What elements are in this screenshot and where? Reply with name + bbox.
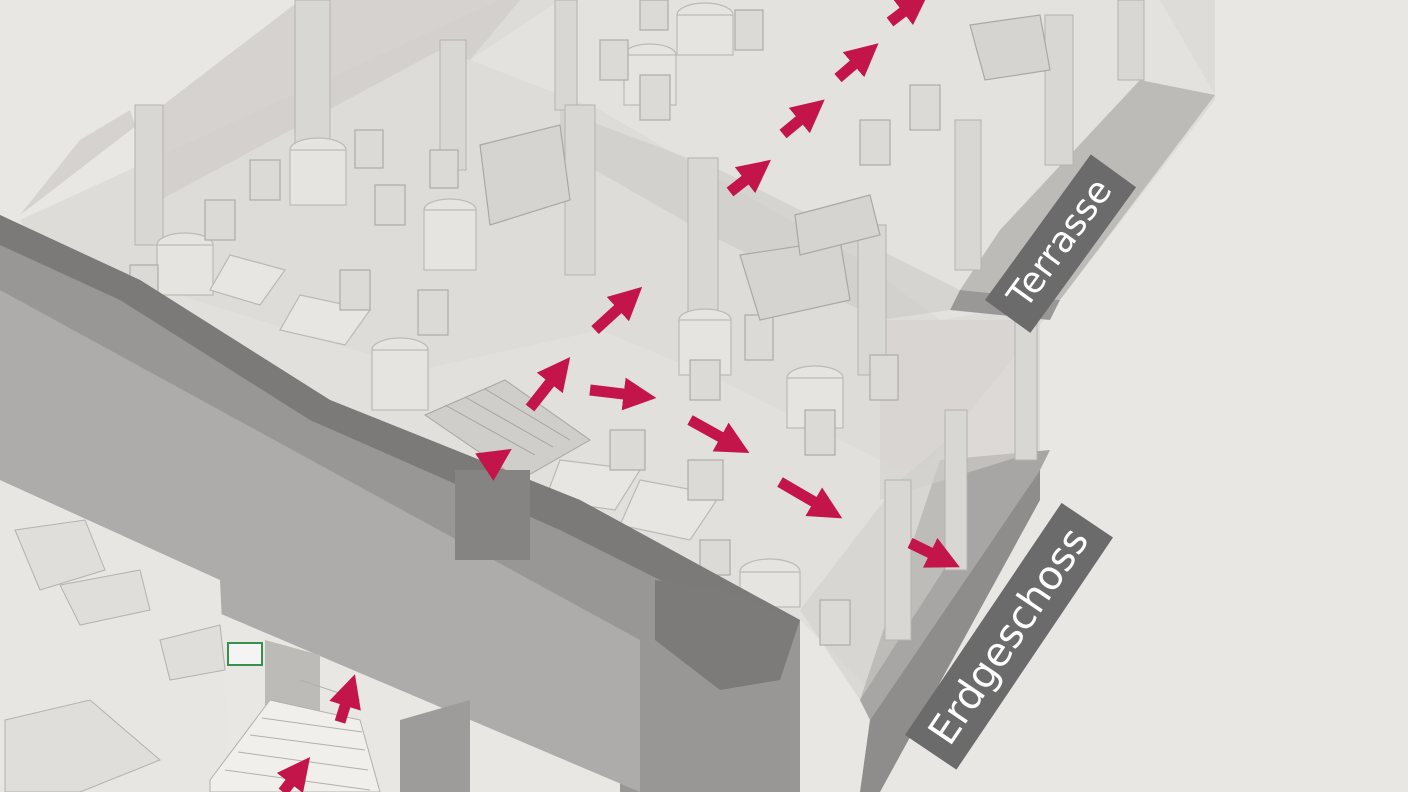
front-wall-face — [0, 290, 640, 792]
pillars — [134, 0, 1145, 641]
flow-arrow-10 — [779, 99, 825, 139]
front-dark-wall-top — [0, 215, 800, 640]
flow-arrow-11 — [834, 43, 879, 83]
ground-floor-side — [860, 470, 1040, 792]
flow-arrow-12 — [886, 0, 930, 27]
emergency-exit-sign-icon — [227, 642, 263, 666]
flow-arrow-6 — [687, 415, 750, 454]
flow-arrow-1 — [276, 756, 311, 792]
flow-arrow-8 — [907, 537, 960, 568]
flow-arrow-5 — [591, 286, 643, 335]
lower-pillar — [400, 700, 470, 792]
flow-arrows — [276, 0, 960, 792]
ground-floor-edge — [860, 450, 1050, 720]
round-tables — [156, 2, 844, 608]
wall-block — [455, 470, 530, 560]
lower-furniture — [4, 519, 226, 792]
flow-arrow-3 — [525, 357, 571, 412]
flow-arrow-2 — [329, 674, 361, 724]
front-wall-corner — [655, 580, 800, 690]
chairs — [129, 0, 941, 646]
flow-arrow-9 — [726, 159, 771, 197]
flow-arrow-4 — [589, 377, 657, 411]
flow-arrow-7 — [777, 477, 843, 519]
back-glass-wall — [20, 0, 520, 215]
staircase-lower — [209, 679, 381, 792]
flow-arrow-13 — [475, 448, 512, 481]
lounge-sofas — [479, 14, 1051, 321]
